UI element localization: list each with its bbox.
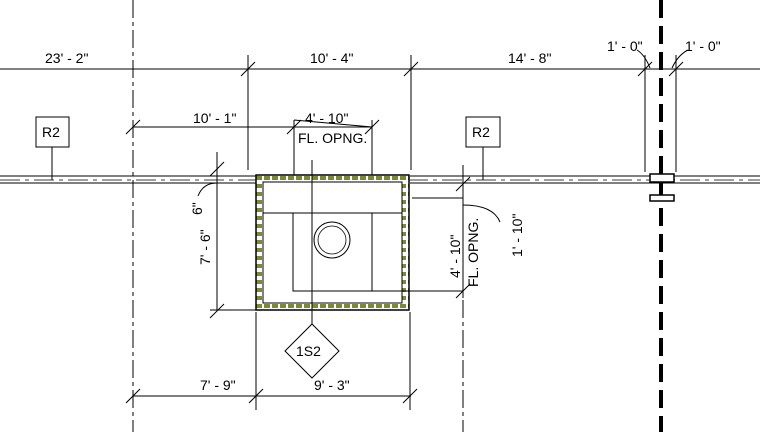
label-opening-side: FL. OPNG. [465, 218, 481, 287]
top-dimension-string [0, 49, 760, 172]
dim-height-left: 7' - 6" [197, 229, 213, 265]
detail-marker: 1S2 [284, 310, 340, 379]
right-vertical-dims [455, 165, 501, 299]
detail-marker-label: 1S2 [296, 343, 321, 359]
room-tag-left-label: R2 [42, 124, 60, 140]
dim-opening-height: 4' - 10" [447, 235, 463, 278]
left-vertical-dims [197, 152, 256, 319]
shaft-enclosure [255, 160, 463, 320]
dim-grid-right: 1' - 0" [685, 38, 721, 54]
grid-marker [649, 173, 675, 202]
dim-right-vertical: 1' - 10" [509, 214, 525, 257]
room-tag-right-label: R2 [472, 124, 490, 140]
label-opening-top: FL. OPNG. [298, 130, 367, 146]
dim-bottom-width: 9' - 3" [314, 377, 350, 393]
dim-bottom-left: 7' - 9" [200, 377, 236, 393]
dim-top-left: 23' - 2" [45, 50, 88, 66]
dim-offset-to-opening: 10' - 1" [193, 110, 236, 126]
bottom-dimension-string [125, 312, 418, 410]
room-tag-left: R2 [35, 116, 70, 180]
dim-grid-left: 1' - 0" [607, 38, 643, 54]
dim-top-right: 14' - 8" [508, 50, 551, 66]
room-tag-right: R2 [465, 116, 501, 180]
dim-top-mid: 10' - 4" [310, 50, 353, 66]
dim-small-left: 6" [189, 202, 205, 215]
dim-opening-width: 4' - 10" [305, 110, 348, 126]
